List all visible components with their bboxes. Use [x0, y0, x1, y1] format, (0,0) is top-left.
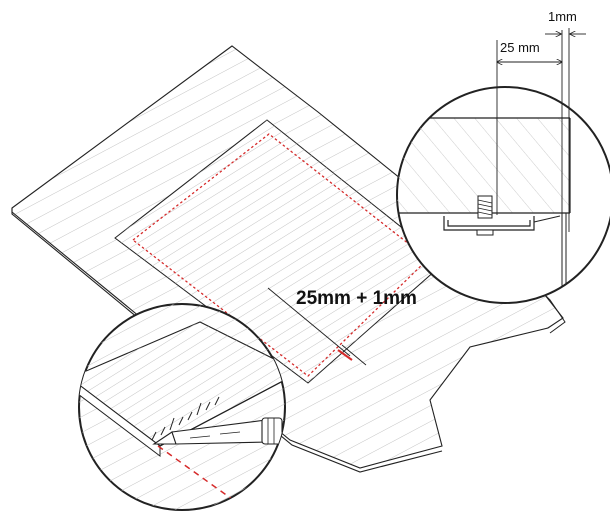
section-detail [396, 28, 610, 304]
cut-offset-label: 25mm + 1mm [296, 288, 417, 309]
cut-offset-dimension [267, 287, 367, 366]
offset-label: 25 mm [500, 40, 540, 55]
ruler [79, 321, 285, 458]
marking-detail [78, 303, 286, 511]
gap-label: 1mm [548, 9, 577, 24]
mark-line [157, 445, 251, 510]
pencil-icon [152, 417, 283, 445]
mounting-clip [443, 195, 561, 236]
